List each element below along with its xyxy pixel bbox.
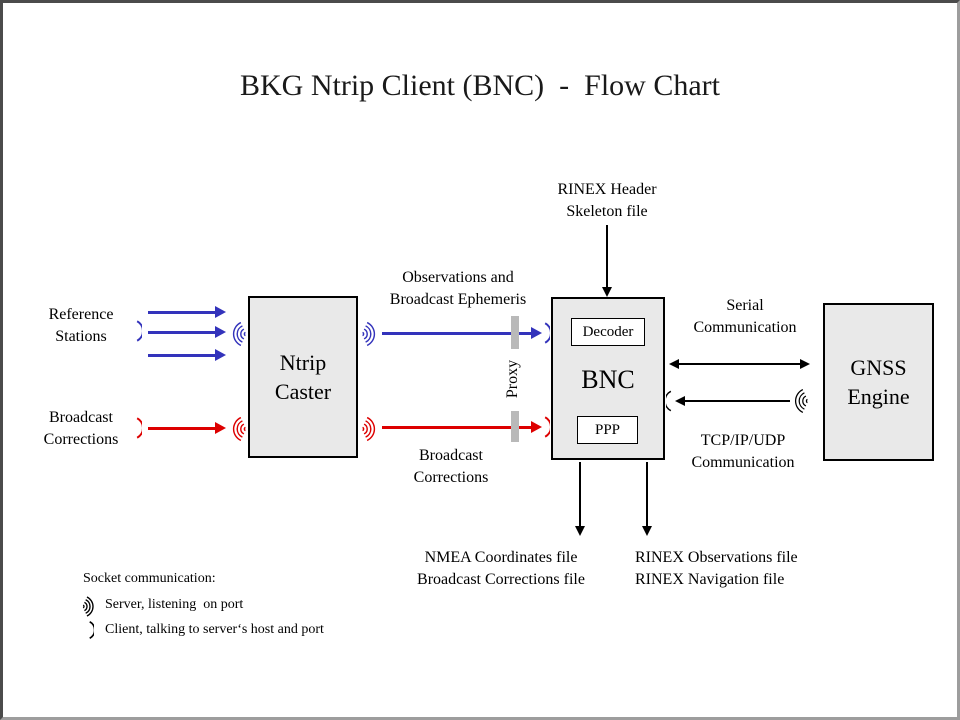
label-line: NMEA Coordinates file xyxy=(424,549,578,566)
label-line: Broadcast Corrections file xyxy=(417,570,585,588)
server-wave-icon-caster-left-blue xyxy=(232,321,246,347)
arrow-head xyxy=(800,359,810,369)
label-observations-ephemeris: Observations and Broadcast Ephemeris xyxy=(358,267,558,310)
server-wave-icon-caster-right-blue xyxy=(362,321,376,347)
label-rinex-header-skeleton: RINEX Header Skeleton file xyxy=(507,179,707,222)
label-line: RINEX Navigation file xyxy=(635,570,785,588)
arrow-shaft xyxy=(606,225,608,291)
legend-server-text: Server, listening on port xyxy=(105,597,244,612)
arrow-shaft xyxy=(148,330,219,334)
arrow-shaft xyxy=(148,310,219,314)
arrow-shaft xyxy=(382,331,535,335)
node-label: BNC xyxy=(581,365,635,394)
label-rinex-output: RINEX Observations file RINEX Navigation… xyxy=(635,547,855,590)
arrow-shaft xyxy=(382,425,535,429)
node-decoder: Decoder xyxy=(571,318,645,346)
arrow-output-rinex xyxy=(641,462,653,536)
label-line: Broadcast Ephemeris xyxy=(389,290,527,308)
label-tcp-communication: TCP/IP/UDP Communication xyxy=(643,430,843,473)
label-line: Reference xyxy=(48,306,114,323)
node-label-line: Engine xyxy=(847,384,910,409)
label-line: Broadcast xyxy=(49,409,113,426)
arrow-head xyxy=(531,327,542,339)
arrow-head xyxy=(575,526,585,536)
proxy-bar-bottom xyxy=(511,411,519,442)
arrow-shaft xyxy=(148,426,219,430)
arrow-reference-2 xyxy=(148,326,226,338)
client-arc-icon-bnc-tcp xyxy=(666,390,672,412)
node-label-line: Caster xyxy=(274,379,332,404)
arrow-reference-1 xyxy=(148,306,226,318)
arrow-head xyxy=(215,326,226,338)
label-line: Corrections xyxy=(413,468,489,486)
node-label: Decoder xyxy=(582,323,634,340)
client-arc-icon-reference xyxy=(136,320,142,342)
arrow-head xyxy=(215,349,226,361)
node-label: PPP xyxy=(594,421,621,438)
client-arc-icon-bnc-red xyxy=(544,416,550,438)
server-wave-icon-caster-left-red xyxy=(232,416,246,442)
label-line: Communication xyxy=(691,453,795,471)
arrow-head xyxy=(531,421,542,433)
arrow-broadcast-left xyxy=(148,422,226,434)
arrow-observations-stream xyxy=(382,327,542,339)
proxy-bar-top xyxy=(511,316,519,349)
label-proxy: Proxy xyxy=(504,359,521,399)
label-line: Serial xyxy=(726,297,764,314)
client-arc-icon-legend xyxy=(89,621,94,639)
label-nmea-output: NMEA Coordinates file Broadcast Correcti… xyxy=(381,547,621,590)
arrow-head xyxy=(675,396,685,406)
node-ppp: PPP xyxy=(577,416,638,444)
arrow-rinex-header-input xyxy=(601,225,613,297)
arrow-output-nmea xyxy=(574,462,586,536)
label-reference-stations: Reference Stations xyxy=(6,304,156,347)
client-arc-icon-bnc-blue xyxy=(544,322,550,344)
arrow-head xyxy=(215,306,226,318)
node-ntrip-caster: Ntrip Caster xyxy=(248,296,358,458)
node-gnss-engine: GNSS Engine xyxy=(823,303,934,461)
node-label-line: Ntrip xyxy=(279,350,327,375)
arrow-shaft xyxy=(646,462,648,530)
server-wave-icon-caster-right-red xyxy=(362,416,376,442)
label-broadcast-corrections-mid: Broadcast Corrections xyxy=(351,445,551,488)
arrow-shaft xyxy=(148,353,219,357)
label-serial-communication: Serial Communication xyxy=(645,295,845,338)
arrow-shaft xyxy=(682,400,790,402)
label-broadcast-corrections-left: Broadcast Corrections xyxy=(6,407,156,450)
page-title: BKG Ntrip Client (BNC) - Flow Chart xyxy=(240,69,720,102)
label-line: RINEX Header xyxy=(557,181,657,198)
label-line: Communication xyxy=(693,318,797,336)
client-arc-icon-broadcast xyxy=(136,417,142,439)
arrow-tcp-communication xyxy=(675,395,790,407)
arrow-head xyxy=(215,422,226,434)
arrow-serial-communication xyxy=(669,358,810,370)
label-line: Broadcast xyxy=(419,447,483,464)
label-line: Observations and xyxy=(402,269,514,286)
node-label-line: GNSS xyxy=(850,355,907,380)
legend-client-text: Client, talking to server‘s host and por… xyxy=(105,622,324,637)
legend-title: Socket communication: xyxy=(83,571,216,586)
label-line: RINEX Observations file xyxy=(635,549,798,566)
arrow-corrections-stream xyxy=(382,421,542,433)
label-line: Stations xyxy=(55,327,107,345)
label-line: TCP/IP/UDP xyxy=(700,432,786,449)
arrow-shaft xyxy=(579,462,581,530)
arrow-shaft xyxy=(676,363,803,365)
arrow-reference-3 xyxy=(148,349,226,361)
node-bnc: Decoder BNC PPP xyxy=(551,297,665,460)
arrow-head xyxy=(602,287,612,297)
label-line: Corrections xyxy=(43,430,119,448)
server-wave-icon-gnss xyxy=(794,389,808,413)
label-line: Skeleton file xyxy=(566,202,648,220)
arrow-head xyxy=(669,359,679,369)
server-wave-icon-legend xyxy=(82,596,94,617)
arrow-head xyxy=(642,526,652,536)
